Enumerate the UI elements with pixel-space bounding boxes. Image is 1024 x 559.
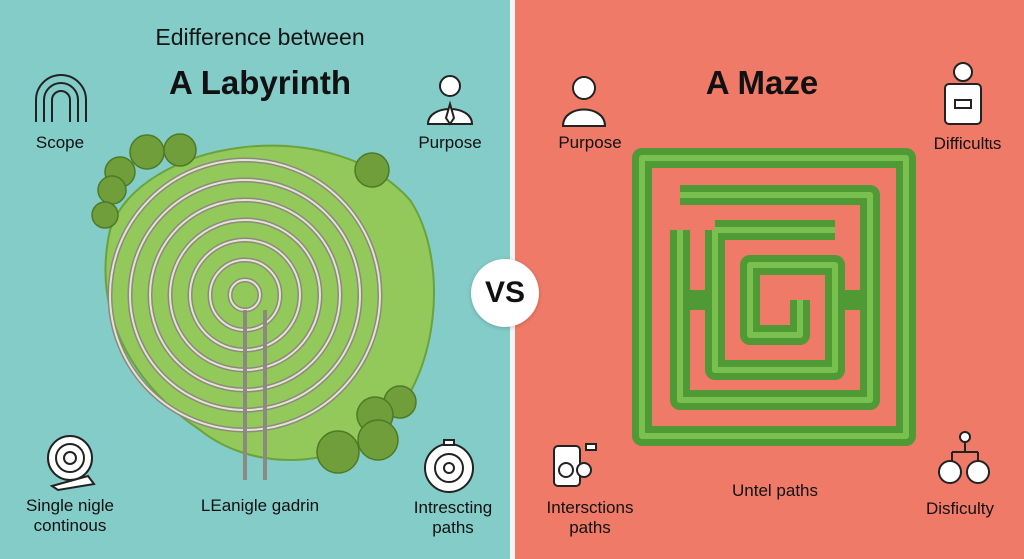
label-line: continous: [33, 516, 107, 535]
stopwatch-spiral-icon: [424, 439, 474, 493]
person-with-device-icon: [944, 62, 982, 125]
label-intersections-paths: Intersctions paths: [525, 498, 655, 538]
labyrinth-illustration: [91, 133, 435, 480]
subtitle: Edifference between: [155, 24, 365, 50]
fingerprint-arch-icon: [35, 74, 87, 122]
labyrinth-title: A Labyrinth: [168, 64, 352, 101]
bush-group: [91, 133, 417, 474]
connector-circles-icon: [553, 443, 597, 487]
label-purpose-left: Purpose: [418, 133, 482, 152]
label-purpose-right: Purpose: [558, 133, 622, 152]
label-difficulties: Difficultɩs: [933, 134, 1002, 153]
label-center-left: LEanigle gadrin: [200, 496, 320, 515]
label-single-continuous: Single nigle continous: [0, 496, 140, 536]
label-center-right: Untel paths: [732, 481, 818, 500]
businessman-icon: [426, 75, 474, 126]
label-scope: Scope: [35, 133, 85, 152]
label-intersecting-paths: Intrescting paths: [393, 498, 513, 538]
branching-circles-icon: [938, 431, 990, 484]
label-line: Intersctions: [546, 498, 634, 517]
label-line: Single nigle: [26, 496, 114, 515]
person-icon: [561, 76, 607, 127]
maze-hedge-highlight: [639, 155, 909, 439]
target-pencil-icon: [47, 435, 96, 492]
maze-title: A Maze: [705, 64, 819, 101]
label-disficulty: Disficulty: [925, 499, 994, 518]
label-line: paths: [432, 518, 474, 537]
label-line: Intrescting: [413, 498, 493, 517]
maze-panel: [515, 0, 1024, 559]
vs-badge: VS: [471, 259, 539, 327]
label-line: paths: [569, 518, 611, 537]
